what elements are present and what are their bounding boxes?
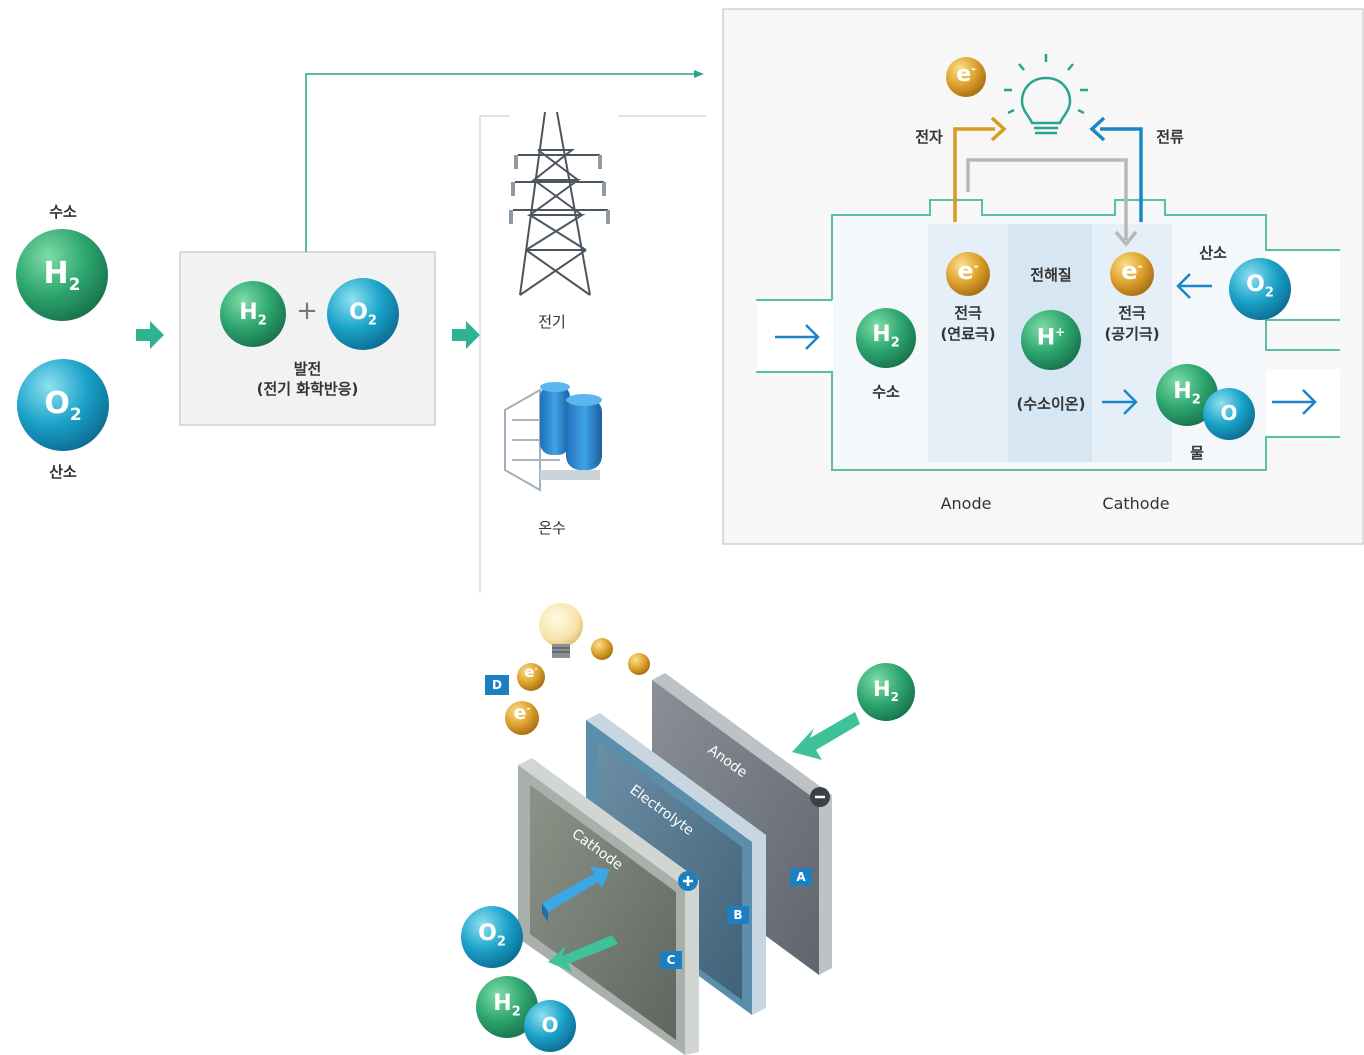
badge-d-label: D: [492, 678, 502, 692]
cell-outline: [756, 199, 1340, 471]
electron-symbol: e-: [956, 62, 976, 87]
cathode-electrode-label: 전극: [1118, 304, 1146, 322]
electron-icon: [946, 252, 990, 296]
light-bulb-3d-icon: [539, 603, 583, 658]
water-o-symbol-3d: O: [541, 1013, 559, 1037]
h2-molecule-panel: [856, 308, 916, 368]
inlet-arrow-icon: [775, 324, 820, 350]
electron-flow-label: 전자: [915, 128, 943, 146]
electron-icon: [628, 653, 650, 675]
hydrogen-label: 수소: [49, 203, 77, 221]
o2-molecule-box: [327, 278, 399, 350]
electricity-label: 전기: [538, 313, 566, 331]
green-arrow-right-icon: [452, 321, 480, 349]
water-h2-molecule: [1156, 364, 1218, 426]
insulator-icon: [509, 155, 610, 224]
o2-molecule-panel: [1229, 258, 1291, 320]
o2-symbol: O2: [44, 386, 82, 425]
oxygen-in-arrow-icon: [1176, 273, 1212, 299]
hydrogen-panel-label: 수소: [872, 383, 900, 401]
power-pylon-icon: [513, 111, 608, 296]
water-o-symbol: O: [1220, 401, 1238, 425]
electron-icon: [505, 701, 539, 735]
h2-symbol-panel: H2: [872, 322, 900, 351]
hydrogen-ion-label: (수소이온): [1016, 395, 1086, 413]
hydrogen-ion-symbol: H+: [1036, 325, 1066, 351]
oxygen-input-label: 산소: [1199, 244, 1227, 262]
hot-water-label: 온수: [538, 519, 566, 537]
water-h2-symbol-3d: H2: [493, 991, 521, 1020]
green-3d-arrow-icon: [548, 935, 618, 972]
o2-molecule-3d: [461, 906, 523, 968]
anode-electrode-label: 전극: [954, 304, 982, 322]
h2-molecule-box: [220, 281, 286, 347]
electron-symbol: e-: [957, 257, 979, 285]
electron-icon: [591, 638, 613, 660]
water-o-atom-3d: [524, 1000, 576, 1052]
water-tank-icon: [504, 382, 602, 492]
o2-symbol-3d: O2: [478, 921, 506, 950]
electrolyte-label: 전해질: [1030, 266, 1072, 284]
cathode-plate: [518, 758, 699, 1055]
blue-3d-arrow-icon: [542, 866, 610, 922]
output-divider: [479, 115, 706, 593]
electron-icon: [517, 663, 545, 691]
green-3d-arrow-icon: [792, 712, 860, 760]
water-h2-symbol: H2: [1173, 379, 1201, 408]
current-flow-label: 전류: [1156, 128, 1184, 146]
water-o-atom: [1203, 388, 1255, 440]
anode-electrode-sublabel: (연료극): [940, 325, 996, 343]
current-path: [1100, 127, 1143, 222]
o2-symbol-box: O2: [349, 300, 377, 329]
water-h2-molecule-3d: [476, 976, 538, 1038]
electron-symbol: e-: [513, 702, 531, 724]
o2-molecule-left: [17, 359, 109, 451]
badge-a-label: A: [796, 870, 806, 884]
h2-symbol: H2: [43, 256, 81, 295]
ion-arrow-icon: [1102, 389, 1138, 415]
flow-line: [305, 73, 700, 252]
anode-caption: Anode: [940, 494, 992, 513]
gray-return-path: [966, 158, 1128, 240]
reaction-title: 발전: [293, 360, 322, 378]
reaction-box: [179, 251, 436, 426]
plus-sign: +: [296, 296, 318, 326]
badge-a: [790, 868, 812, 886]
electron-icon: [1110, 252, 1154, 296]
o2-symbol-panel: O2: [1246, 272, 1274, 301]
electron-icon: [946, 57, 986, 97]
hydrogen-ion-icon: [1021, 310, 1081, 370]
h2-molecule-3d: [857, 663, 915, 721]
light-bulb-icon: [1004, 54, 1088, 135]
electron-path: [953, 127, 995, 222]
badge-c: [660, 951, 682, 969]
oxygen-label: 산소: [49, 463, 77, 481]
electron-symbol: e-: [1121, 257, 1143, 285]
badge-d: [485, 675, 509, 695]
h2-symbol-3d: H2: [873, 677, 899, 705]
green-arrow-right-icon: [136, 321, 164, 349]
cathode-caption: Cathode: [1102, 494, 1170, 513]
cathode-electrode-sublabel: (공기극): [1104, 325, 1160, 343]
badge-c-label: C: [666, 953, 676, 967]
reaction-subtitle: (전기 화학반응): [256, 380, 359, 398]
h2-symbol-box: H2: [239, 300, 267, 329]
badge-b-label: B: [733, 908, 743, 922]
outlet-arrow-icon: [1272, 389, 1317, 415]
water-label: 물: [1190, 444, 1204, 462]
badge-b: [727, 906, 749, 924]
h2-molecule-left: [16, 229, 108, 321]
electron-symbol: e-: [524, 663, 538, 681]
